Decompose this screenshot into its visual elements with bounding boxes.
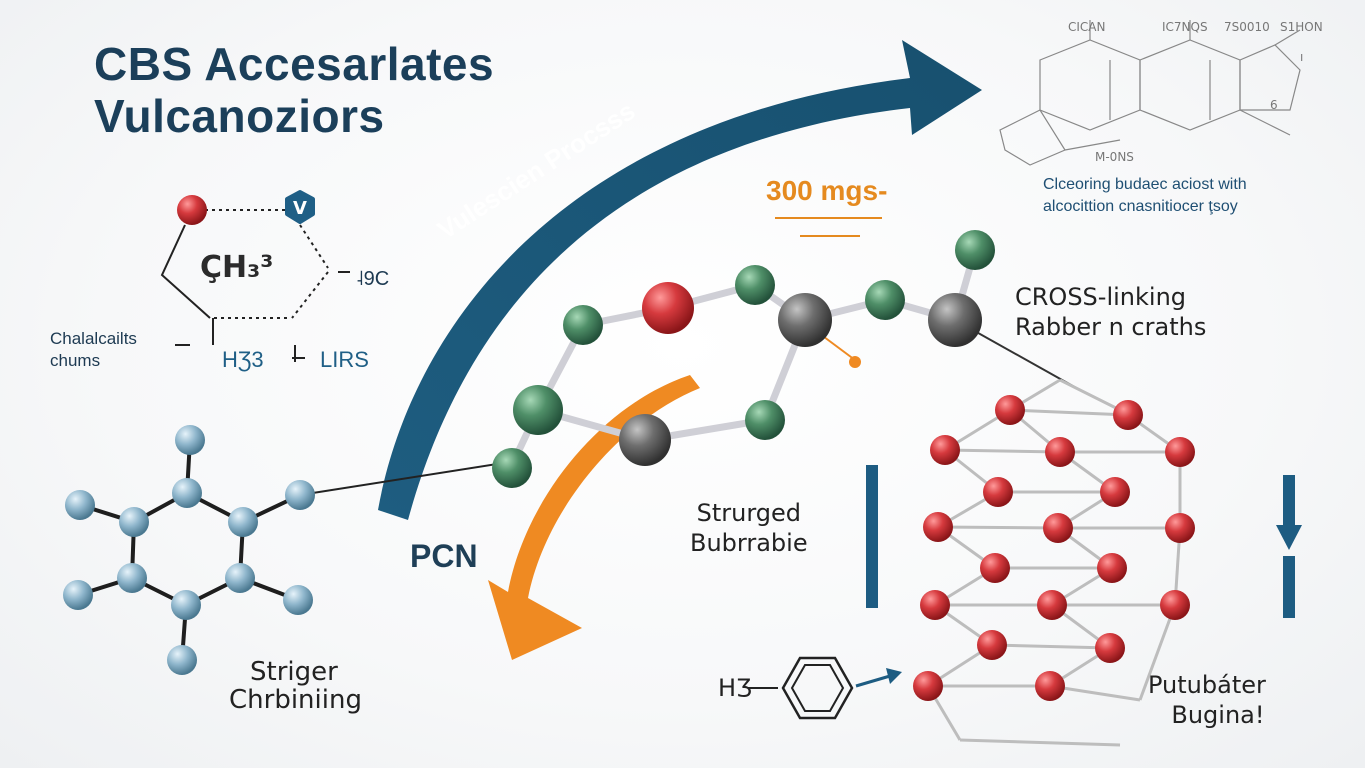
left-side-label-line1: Chalalcailts [50,329,137,348]
bottom-left-atom-label: HƷ3 [222,347,264,372]
bottom-right-atom-label: LIRS [320,347,369,372]
dose-label: 300 mgs- [766,175,888,206]
crosslink-label-line2: Rabber n craths [1015,313,1207,341]
down-arrow-head [1276,525,1302,550]
left-side-label-line2: chums [50,351,101,370]
structure-label-3: 7S0010 [1224,20,1270,34]
benzene-label: HƷ [718,674,753,702]
crosslink-label: CROSS-linking Rabber n craths [1015,282,1206,342]
left-ring-molecule [76,438,302,662]
benzene-arrow-head [886,668,902,684]
left-side-label: Chalalcailts chums [50,328,137,372]
left-vertical-bar [866,465,878,608]
ring-caption-line2: Chrbiniing [229,685,362,715]
top-right-structure [999,20,1301,166]
structure-marker: ı [1300,50,1304,64]
hexagon-badge [285,190,315,224]
title-line-2: Vulcanoziors [94,90,385,142]
pcn-label: PCN [410,538,478,574]
orange-return-arrow [488,375,700,660]
left-molecule-sketch [160,209,350,362]
central-molecule-atoms [492,230,995,488]
middle-right-label-line2: Bubrrabie [690,529,808,557]
middle-right-label: Strurged Bubrrabie [690,498,808,558]
bottom-right-label-line2: Bugina! [1171,701,1265,729]
bottom-right-label-line1: Putubáter [1148,671,1266,699]
structure-marker-2: 6 [1270,98,1278,112]
top-right-caption: Clceoring budaec aciost with alcocittion… [1043,174,1247,218]
title-line-1: CBS Accesarlates [94,38,495,90]
ring-caption-line1: Striger [250,657,338,687]
crosslink-label-line1: CROSS-linking [1015,283,1187,311]
left-ring-atoms [63,425,315,675]
bottom-right-label: Putubáter Bugina! [1148,670,1266,730]
structure-label-4: S1HON [1280,20,1323,34]
structure-label-2: IC7NQS [1162,20,1208,34]
vulcanization-arc-arrow [378,40,982,520]
right-vertical-bar-bottom [1283,556,1295,618]
formula-label: ÇH₃³ [200,250,274,285]
structure-label-1: CICAN [1068,20,1106,34]
ring-caption: Striger Chrbiniing [229,657,362,714]
page-title: CBS Accesarlates Vulcanoziors [94,38,494,142]
right-vertical-bar-top [1283,475,1295,525]
hexagon-letter: V [293,198,307,219]
benzene-ring [781,656,854,720]
top-right-caption-line2: alcocittion cnasnitiocer ţsoy [1043,198,1238,215]
middle-right-label-line1: Strurged [696,499,801,527]
structure-side-label: M-0NS [1095,150,1134,164]
atom-red-left [177,195,207,225]
top-right-caption-line1: Clceoring budaec aciost with [1043,176,1247,193]
right-atom-label: ˨9C [356,268,390,290]
crosslink-lattice-atoms [913,395,1195,701]
